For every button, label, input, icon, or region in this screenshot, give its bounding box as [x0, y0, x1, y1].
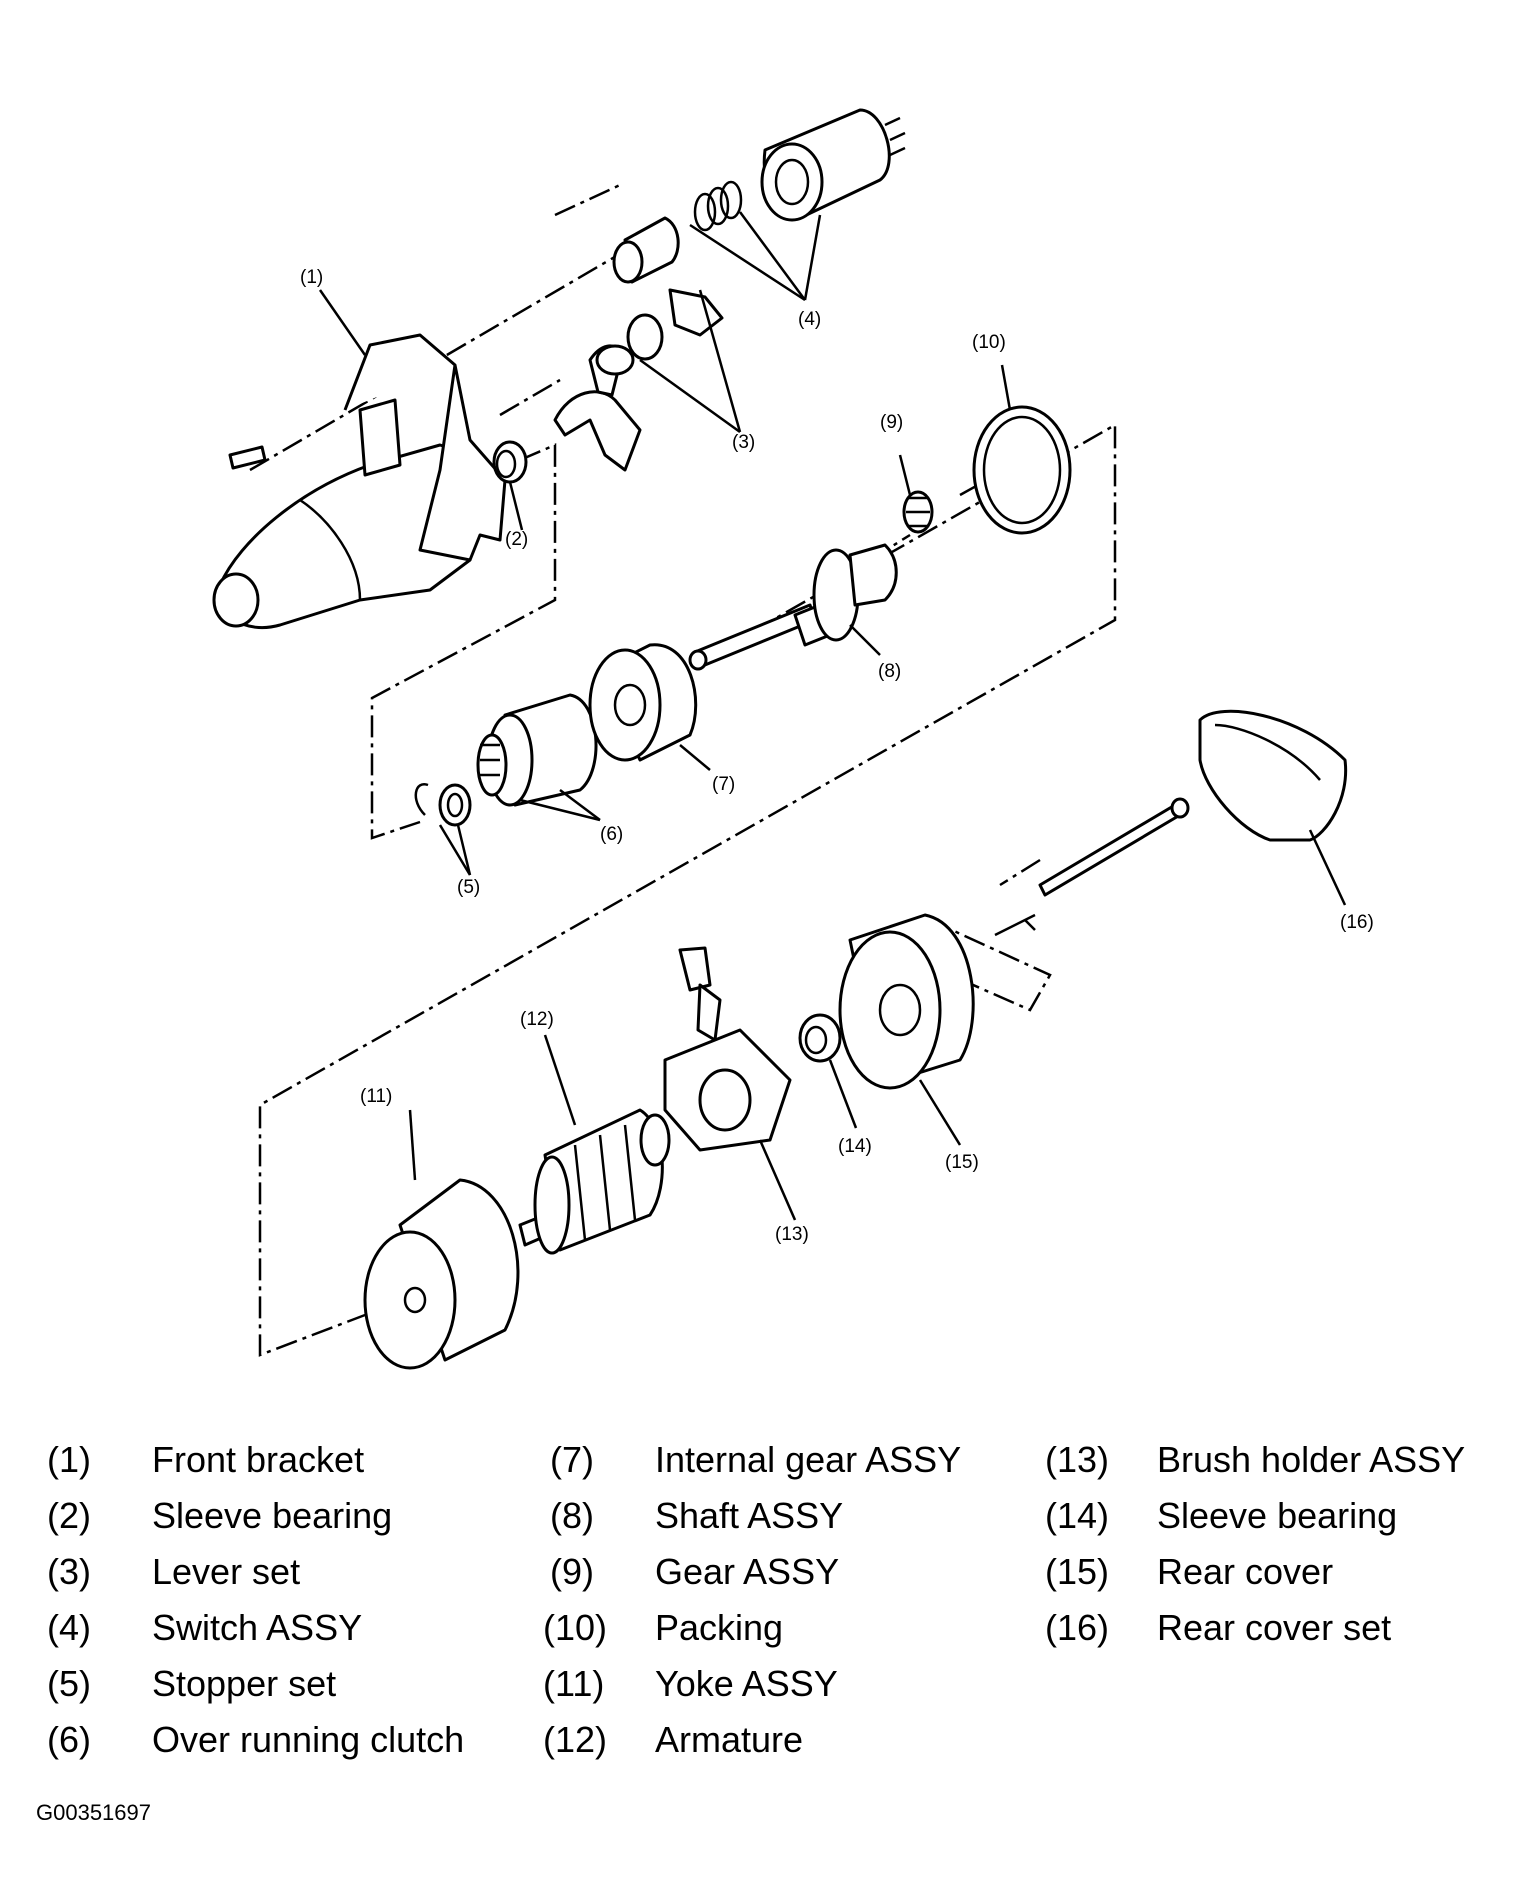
figure-code: G00351697 — [36, 1800, 151, 1825]
callout-9: (9) — [880, 412, 903, 433]
gear-assy-part — [902, 490, 934, 534]
legend-num-3: (3) — [47, 1551, 91, 1592]
callout-11: (11) — [360, 1086, 392, 1107]
rear-cover-part — [838, 913, 1036, 1090]
callout-1: (1) — [300, 267, 323, 288]
internal-gear-assy-part — [588, 643, 698, 762]
callout-2: (2) — [505, 529, 528, 550]
over-running-clutch-part — [476, 693, 598, 807]
callout-10: (10) — [972, 332, 1006, 353]
sleeve-bearing-part — [492, 440, 528, 484]
leader-lines — [318, 211, 1347, 1221]
legend-num-10: (10) — [543, 1607, 608, 1648]
switch-assy-part — [612, 108, 906, 284]
shaft-assy-part — [688, 543, 898, 671]
legend-name-16: Rear cover set — [1157, 1607, 1392, 1648]
front-bracket-part — [212, 333, 507, 630]
callout-12: (12) — [520, 1009, 554, 1030]
legend-num-4: (4) — [47, 1607, 91, 1648]
legend-num-13: (13) — [1045, 1439, 1110, 1480]
callout-labels: (1) (2) (3) (4) (5) (6) (7) (8) (9) (10)… — [300, 267, 1374, 1245]
legend-name-10: Packing — [655, 1607, 784, 1648]
legend-num-2: (2) — [47, 1495, 91, 1536]
callout-7: (7) — [712, 774, 735, 795]
stopper-set-part — [414, 783, 472, 827]
legend-name-13: Brush holder ASSY — [1157, 1439, 1466, 1480]
legend-num-11: (11) — [543, 1663, 605, 1704]
callout-14: (14) — [838, 1136, 872, 1157]
callout-5: (5) — [457, 877, 480, 898]
callout-8: (8) — [878, 661, 901, 682]
packing-part — [972, 405, 1072, 535]
brush-holder-assy-part — [663, 946, 792, 1152]
callout-15: (15) — [945, 1152, 979, 1173]
legend-name-5: Stopper set — [152, 1663, 337, 1704]
legend-name-2: Sleeve bearing — [152, 1495, 393, 1536]
legend-name-1: Front bracket — [152, 1439, 365, 1480]
legend-name-6: Over running clutch — [152, 1719, 465, 1760]
legend-num-14: (14) — [1045, 1495, 1110, 1536]
legend-num-8: (8) — [550, 1495, 594, 1536]
legend-name-8: Shaft ASSY — [655, 1495, 844, 1536]
through-bolt-part — [1038, 797, 1190, 897]
callout-16: (16) — [1340, 912, 1374, 933]
legend-num-7: (7) — [550, 1439, 594, 1480]
legend-num-5: (5) — [47, 1663, 91, 1704]
legend-num-9: (9) — [550, 1551, 594, 1592]
legend-name-4: Switch ASSY — [152, 1607, 363, 1648]
lever-set-part — [553, 288, 724, 472]
sleeve-bearing-2-part — [798, 1013, 842, 1063]
callout-3: (3) — [732, 432, 755, 453]
legend-num-15: (15) — [1045, 1551, 1110, 1592]
armature-part — [518, 1108, 671, 1255]
legend-num-6: (6) — [47, 1719, 91, 1760]
callout-13: (13) — [775, 1224, 809, 1245]
legend-num-1: (1) — [47, 1439, 91, 1480]
legend-num-12: (12) — [543, 1719, 608, 1760]
legend-name-11: Yoke ASSY — [655, 1663, 838, 1704]
callout-4: (4) — [798, 309, 821, 330]
callout-6: (6) — [600, 824, 623, 845]
legend-num-16: (16) — [1045, 1607, 1110, 1648]
legend-name-15: Rear cover — [1157, 1551, 1334, 1592]
rear-cover-set-part — [1198, 709, 1348, 842]
legend-name-3: Lever set — [152, 1551, 301, 1592]
yoke-assy-part — [363, 1178, 520, 1370]
legend-name-9: Gear ASSY — [655, 1551, 840, 1592]
legend-name-7: Internal gear ASSY — [655, 1439, 962, 1480]
legend-name-12: Armature — [655, 1719, 804, 1760]
legend-name-14: Sleeve bearing — [1157, 1495, 1398, 1536]
